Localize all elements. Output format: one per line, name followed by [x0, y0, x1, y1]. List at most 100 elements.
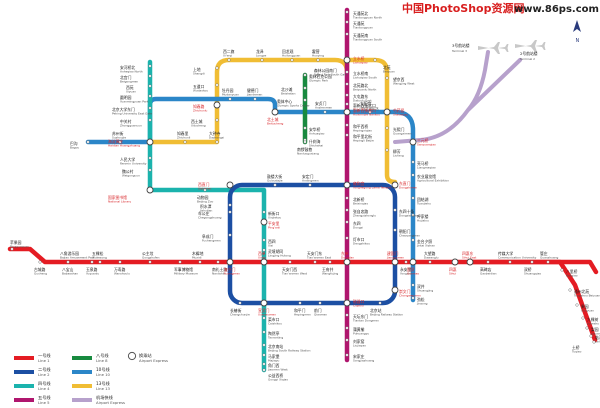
station-name-cn: 呼家楼 [417, 214, 429, 219]
station-name-en: Changchunjie [230, 313, 250, 317]
station-name-cn: 西直门 [198, 182, 210, 187]
station-dots [10, 10, 596, 372]
station-dot [393, 208, 397, 212]
station-dot [308, 183, 312, 187]
station-name-cn: 中关村 [120, 119, 132, 124]
airport-line-a [393, 50, 522, 144]
station-name-en: Dengshikou [353, 242, 370, 246]
station-dot [323, 110, 327, 114]
station-name-en: Songjiazhuang [353, 359, 374, 363]
station-name-cn: 张自忠路 [353, 209, 368, 214]
station-name-cn: 磁器口 [353, 299, 365, 304]
station-name-en: Beishatan [281, 92, 296, 96]
station-name-en: Xinjiekou [268, 216, 281, 220]
station-name-cn: 公主坟 [142, 251, 154, 256]
station-dot [345, 196, 349, 200]
station-dot [385, 126, 389, 130]
station-name-en: National Library [108, 200, 131, 204]
station-dot [90, 260, 94, 264]
station-name-cn: 国家图书馆 [108, 195, 127, 200]
station-name-cn: 西苑 [126, 85, 134, 90]
station-name-en: Suzhoujie [112, 136, 126, 140]
station-name-en: Tiantan Dongmen [352, 319, 379, 323]
station-dot [378, 301, 382, 305]
station-name-en: Mudanyuan [222, 93, 239, 97]
station-name-en: Lingjing Hutong [268, 254, 291, 258]
station-name-cn: 森林公园南门 [314, 68, 337, 73]
station-name-en: Wangfujing [322, 272, 338, 276]
legend-line1-en: Line 1 [38, 358, 50, 363]
station-name-en: Tiantongyuan North [352, 16, 382, 20]
transfer-station-dot [226, 181, 234, 189]
station-name-cn: 宋家庄 [353, 354, 365, 359]
station-dot [575, 303, 579, 307]
station-name-cn: 五棵松 [92, 251, 104, 256]
station-name-cn: 北苑路北 [353, 83, 368, 88]
terminal-3-cn: 3号航站楼 [452, 43, 470, 48]
station-dot [404, 260, 408, 264]
station-dot [148, 106, 152, 110]
station-name-en: Military Museum [174, 272, 198, 276]
transfer-station-dot [391, 258, 399, 266]
station-name-cn: 什刹海 [309, 139, 321, 144]
station-name-en: Shichahai [309, 144, 323, 148]
line-1 [7, 246, 599, 343]
station-dot [345, 93, 349, 97]
station-name-cn: 霍营 [312, 49, 320, 54]
station-name-en: Pingguoyuan [10, 245, 29, 249]
station-name-en: Communication University [498, 256, 537, 260]
legend-airport-express-en: Airport Express [139, 358, 168, 363]
station-name-en: Sihui East [462, 256, 477, 260]
station-name-en: Ciqikou [353, 304, 364, 308]
station-dot [262, 368, 266, 372]
station-name-en: Lishuiqiao South [353, 76, 377, 80]
station-name-en: Hepingmen [294, 313, 311, 317]
station-name-en: Anzhenmen [315, 106, 332, 110]
compass-label: N [576, 38, 580, 44]
station-name-cn: 安定门 [302, 174, 314, 179]
station-name-en: Huixinxijie Nankou [353, 113, 380, 117]
legend-line10-cn: 10号线 [96, 366, 111, 373]
transfer-station-dot [383, 108, 391, 116]
station-name-en: Hepingli Beijie [353, 139, 374, 143]
station-name-cn: 前门 [314, 308, 322, 313]
station-name-cn: 巴沟 [70, 141, 78, 146]
station-dot [316, 58, 320, 62]
watermark-text: 中国PhotoShop资源网 [402, 1, 524, 15]
station-name-en: Dongzhimen [399, 186, 417, 190]
line-1-path [7, 246, 599, 275]
station-name-en: Zhichunlu [193, 109, 208, 113]
station-name-en: Shaoyaoju [393, 113, 408, 117]
station-name-en: Xi'erqi [223, 54, 232, 58]
station-name-cn: 国贸 [407, 267, 415, 272]
station-name-cn: 梨园 [591, 327, 599, 332]
terminal-2-cn: 2号航站楼 [520, 51, 538, 56]
station-name-cn: 东直门 [399, 181, 411, 186]
station-name-en: Jiandemen [246, 93, 262, 97]
station-name-cn: 东单 [341, 251, 349, 256]
station-name-cn: 角门西 [268, 363, 280, 368]
station-dot [148, 118, 152, 122]
station-dot [316, 73, 320, 77]
transfer-station-dot [391, 286, 399, 294]
station-dot [546, 260, 550, 264]
station-name-cn: 安华桥 [309, 127, 321, 132]
station-name-en: Shuangjing [417, 289, 433, 293]
station-name-cn: 光熙门 [393, 127, 405, 132]
station-dot [118, 140, 122, 144]
station-name-en: Wanshoulu [114, 272, 130, 276]
station-name-cn: 和平门 [294, 308, 306, 313]
station-name-en: Guomao [407, 272, 419, 276]
station-name-en: Jiaomen West [267, 368, 289, 372]
station-dot [303, 140, 307, 144]
station-dot [385, 148, 389, 152]
station-name-en: Nanluoguxiang [297, 152, 319, 156]
station-name-en: Dazhongsi [209, 136, 224, 140]
station-dot [98, 260, 102, 264]
station-name-en: Beiyuanlu North [353, 88, 377, 92]
station-name-en: Guloudajie [267, 179, 283, 183]
station-name-cn: 天通苑南 [353, 33, 368, 38]
station-name-cn: 积水潭 [200, 204, 212, 209]
station-name-en: Fuchengmen [202, 239, 221, 243]
station-name-cn: 通州北苑 [574, 289, 589, 294]
